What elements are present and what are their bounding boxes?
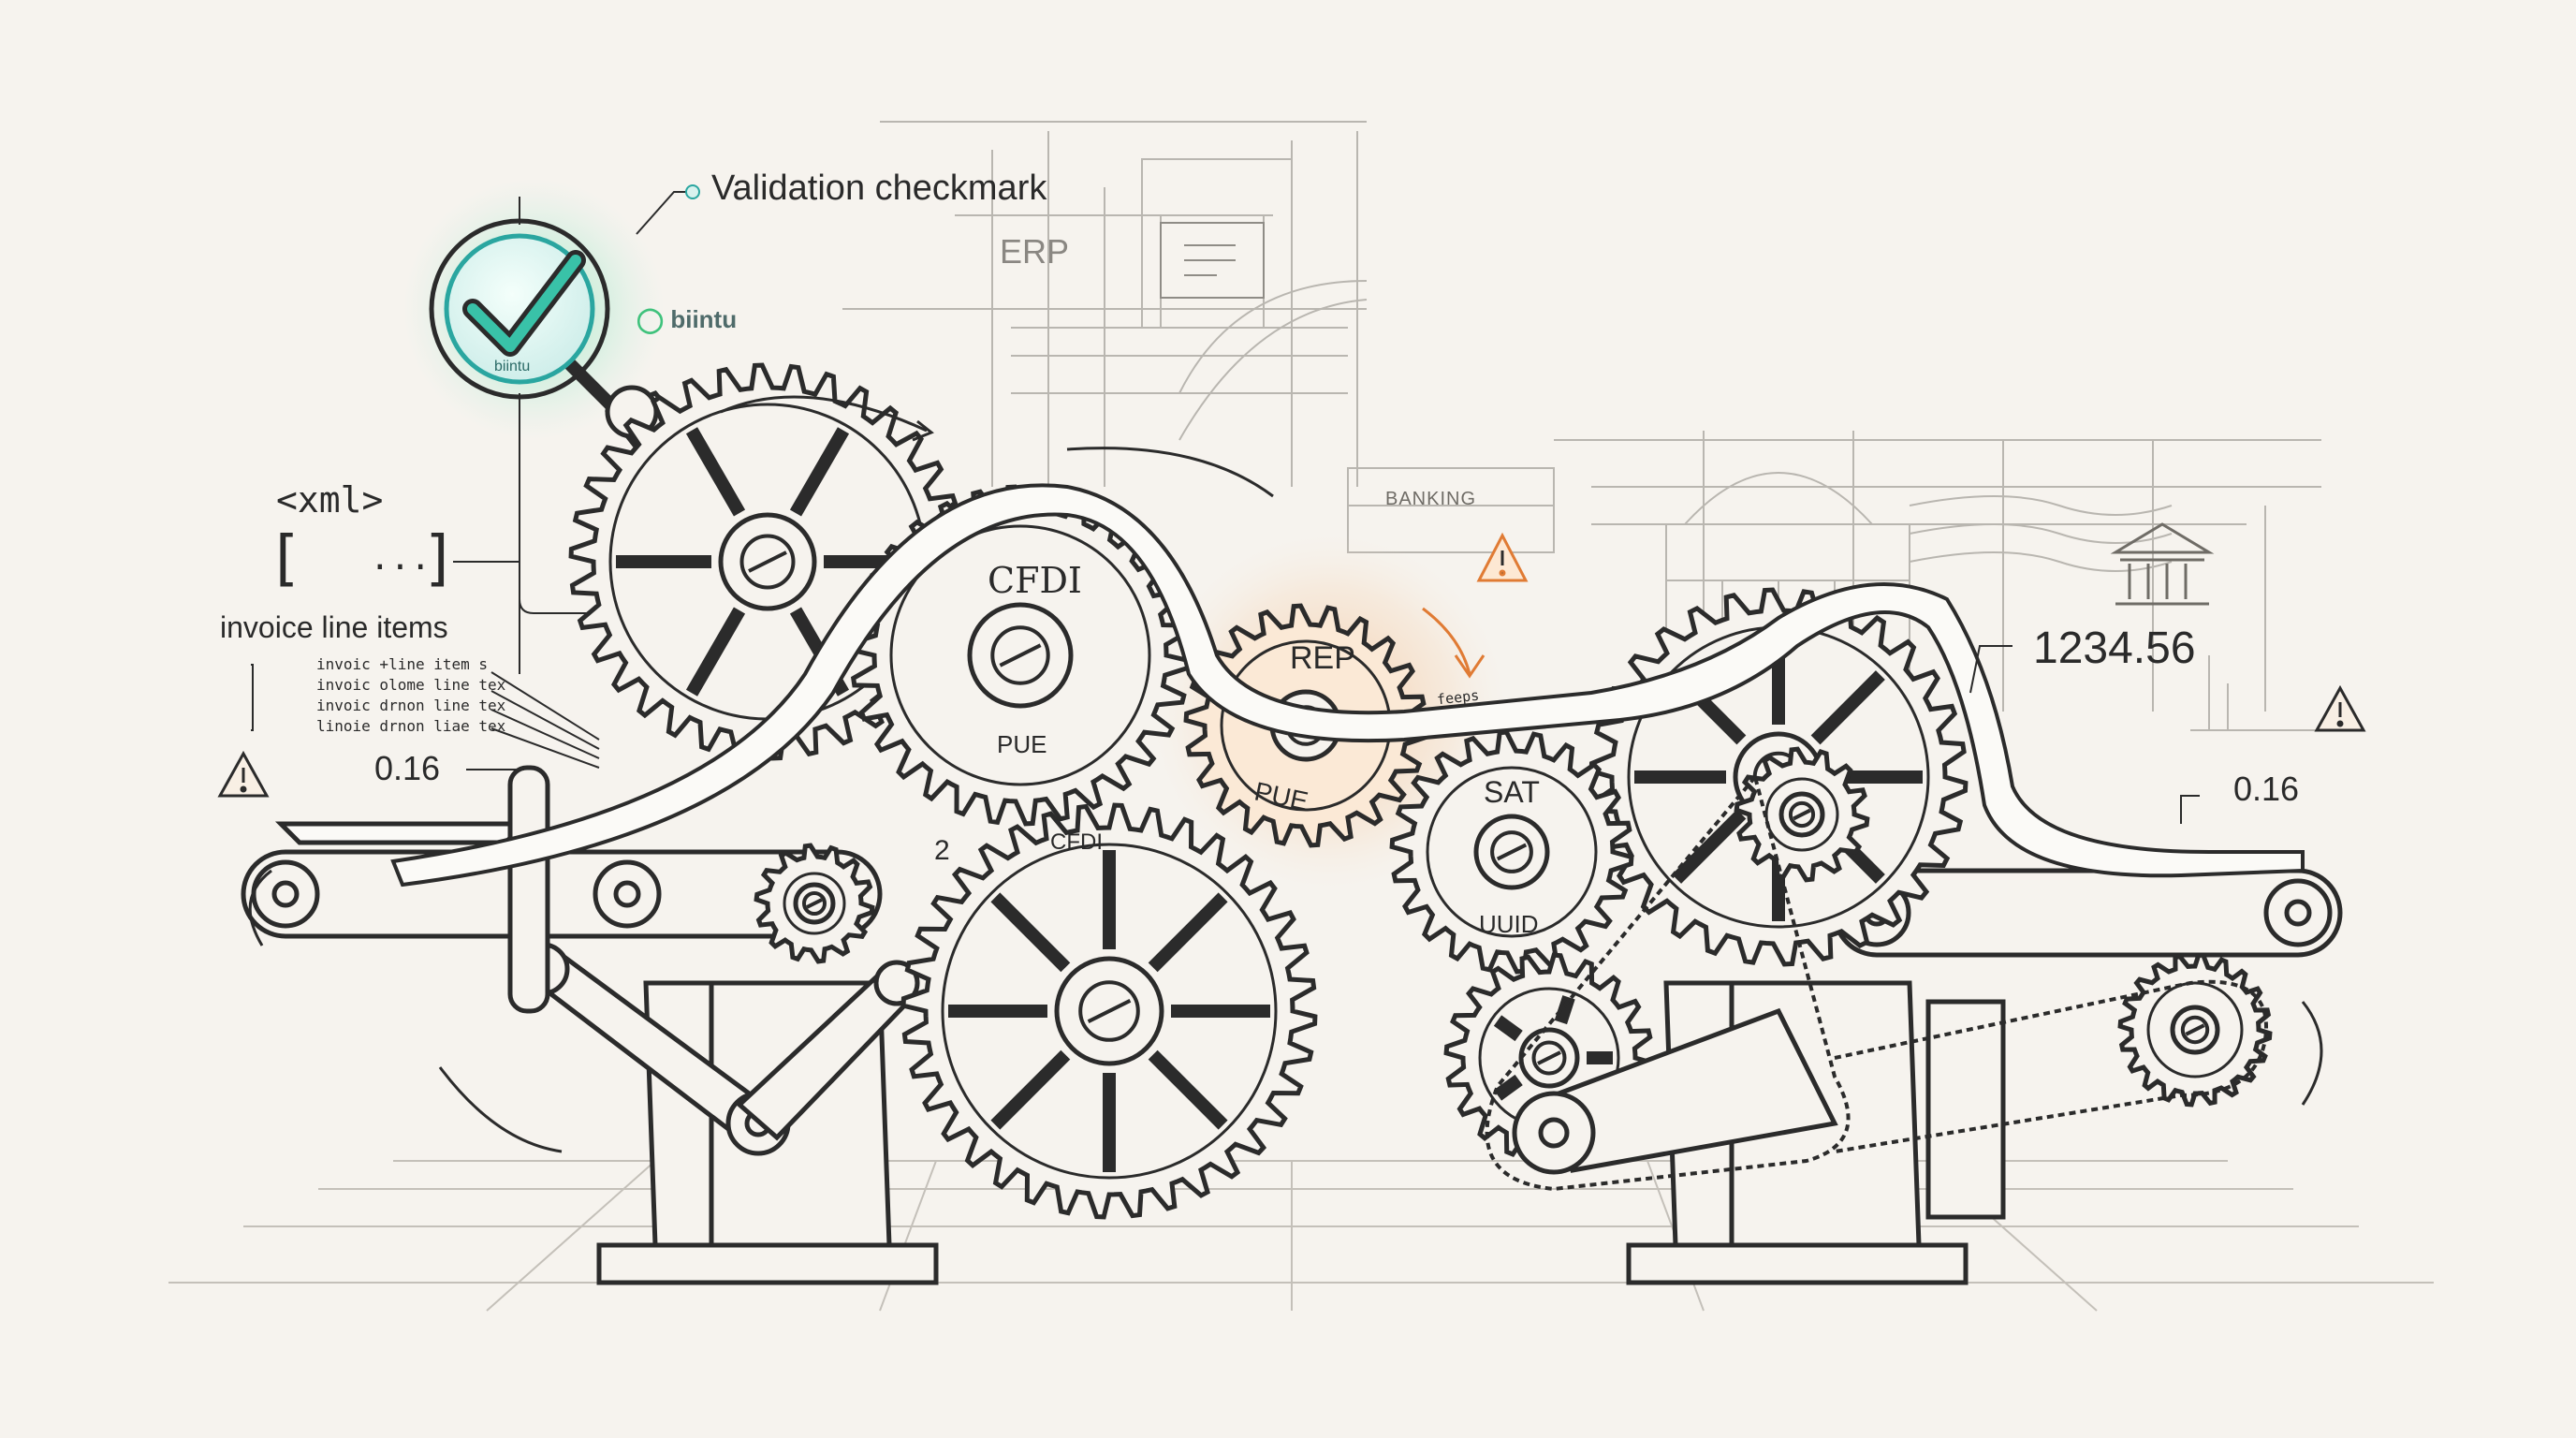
dial-number: 2 xyxy=(934,835,950,866)
warning-icon xyxy=(2314,684,2366,732)
gear-cfdi-label: CFDI xyxy=(988,560,1082,601)
brand-logo-icon: ◯ xyxy=(637,305,665,333)
badge-text: biintu xyxy=(494,359,531,374)
bank-icon xyxy=(2110,522,2215,606)
gear-sprocket-right xyxy=(2117,952,2273,1108)
validation-label: Validation checkmark xyxy=(711,169,1047,208)
xml-bracket-open: [ xyxy=(267,524,303,594)
value-right: 0.16 xyxy=(2233,770,2300,808)
gear-sat-label: SAT xyxy=(1484,775,1540,809)
invoice-line: invoic drnon line tex xyxy=(316,697,506,714)
validation-badge xyxy=(429,218,652,447)
invoice-line: invoic +line item s xyxy=(316,655,489,673)
brand-text: biintu xyxy=(670,305,738,333)
gear-sat-uuid xyxy=(1389,729,1634,975)
gear-pue-label: PUE xyxy=(997,730,1047,758)
gear-cfdi-lower-label: CFDI xyxy=(1050,829,1103,855)
gear-small-left xyxy=(754,843,875,964)
invoice-title: invoice line items xyxy=(220,610,448,644)
banking-label: BANKING xyxy=(1385,489,1477,509)
brand-label: ◯ biintu xyxy=(637,305,737,334)
invoice-line: invoic olome line tex xyxy=(316,676,506,694)
xml-tag: <xml> xyxy=(276,479,384,521)
gear-uuid-label: UUID xyxy=(1479,910,1539,938)
warning-icon xyxy=(217,750,270,798)
invoice-line: linoie drnon liae tex xyxy=(316,717,506,735)
warning-icon xyxy=(1476,532,1529,582)
value-left: 0.16 xyxy=(374,749,441,787)
xml-dots: ... xyxy=(370,539,432,578)
amount-label: 1234.56 xyxy=(2033,624,2196,673)
gear-cfdi-lower xyxy=(900,802,1318,1220)
gear-small-right xyxy=(1734,746,1870,883)
gear-rep-label: REP xyxy=(1290,640,1355,676)
chain xyxy=(1485,772,2268,1192)
erp-label: ERP xyxy=(1000,232,1070,271)
xml-bracket-close: ] xyxy=(421,524,458,594)
document-icon xyxy=(1160,222,1265,299)
gear-cfdi-pue xyxy=(849,484,1192,827)
